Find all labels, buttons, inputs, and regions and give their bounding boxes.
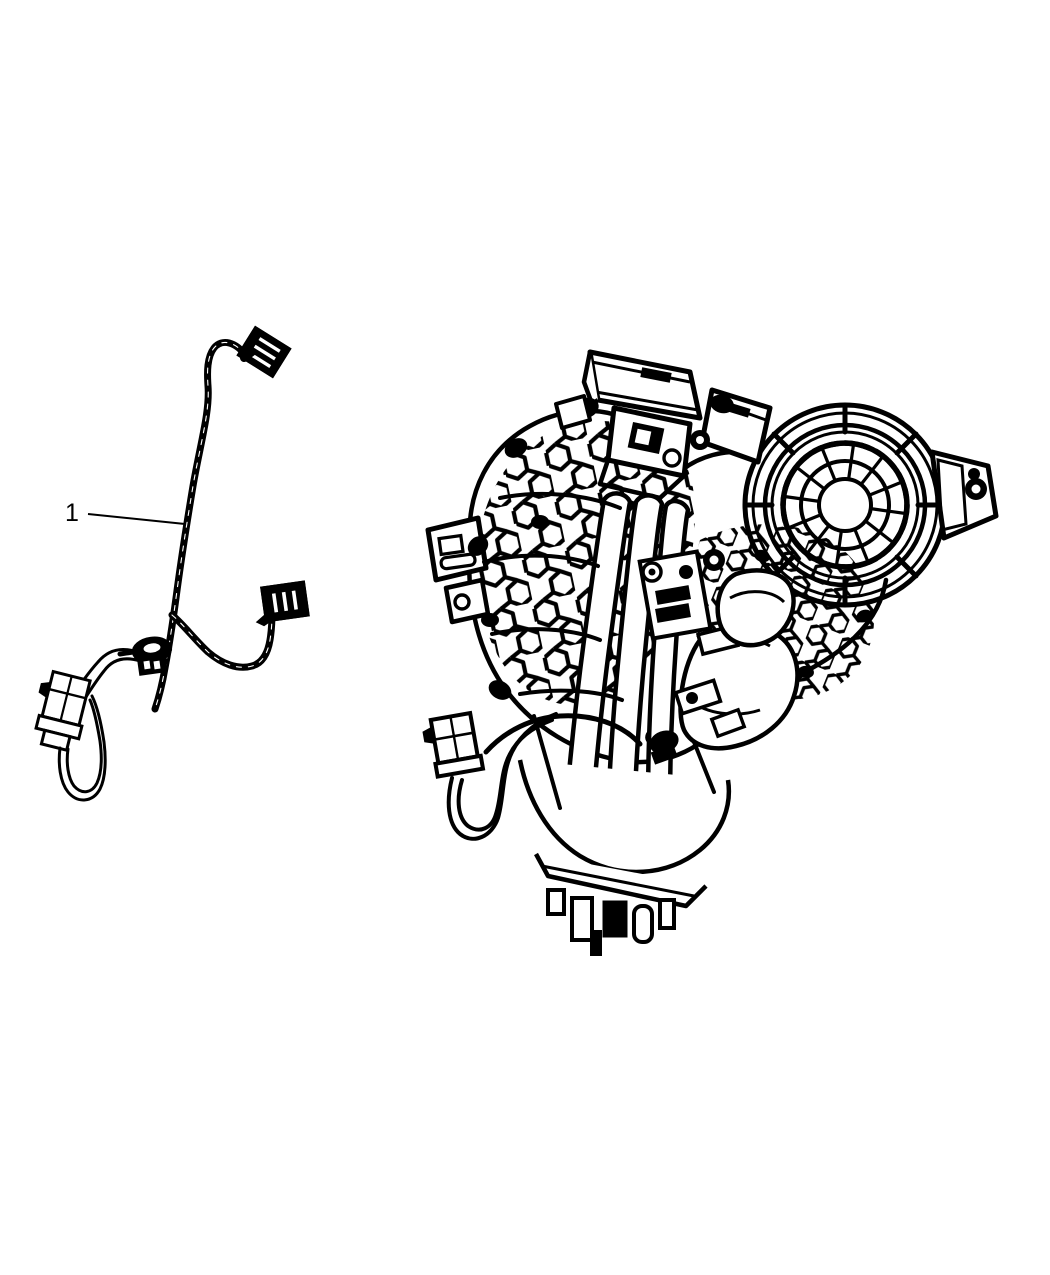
connector-hvac-lower-left [422, 710, 558, 841]
recirculation-motor [715, 568, 796, 648]
mounting-flange-right [929, 449, 999, 541]
harness-connector-middle-right [255, 580, 310, 627]
hvac-housing-assembly-group [422, 349, 999, 956]
harness-wire-loop-lower [57, 694, 107, 802]
harness-connector-lower-left [34, 669, 92, 752]
lower-plenum-body [517, 759, 732, 909]
harness-routing-clip [117, 636, 173, 676]
callout-1-leader-line-icon [87, 513, 186, 525]
case-harness-tube [483, 713, 679, 765]
case-linkage-bars [482, 491, 716, 810]
harness-branch-right [168, 608, 276, 671]
case-edge-pegs [754, 549, 872, 679]
blower-motor-fan [780, 440, 910, 570]
wiring-harness-group [34, 325, 310, 802]
callout-1-label: 1 [65, 499, 79, 527]
bracket-top-left [554, 394, 592, 430]
mounting-tab-left-upper [425, 515, 489, 583]
air-inlet-duct-top [581, 349, 703, 421]
duct-outlets-lower [546, 888, 676, 956]
actuator-top [597, 405, 710, 501]
mounting-tab-left-lower [443, 577, 491, 625]
